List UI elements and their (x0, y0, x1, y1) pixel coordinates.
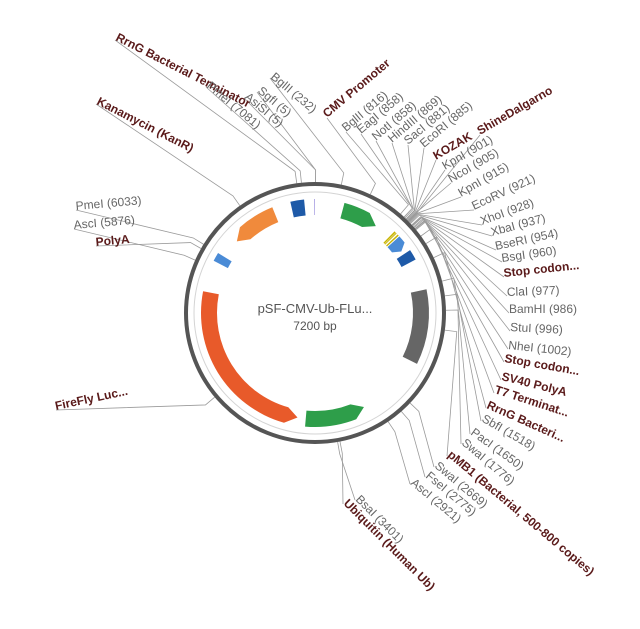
leader-label-kozak (406, 159, 437, 221)
leader-label-nhei (415, 220, 509, 350)
leader-label-saci (405, 144, 415, 220)
leader-label-kanamycin (95, 103, 241, 206)
kanamycin-arc (236, 207, 279, 242)
cmv-promoter-arc (340, 202, 376, 228)
pmb1-arc (402, 289, 429, 364)
leader-label-bsgi (412, 216, 503, 263)
leader-lines (55, 39, 511, 505)
leader-label-sv40-polya (420, 228, 502, 381)
leader-label-noti (375, 140, 413, 218)
stop-codon-arc-1 (386, 234, 399, 247)
label-ubiquitin: Ubiquitin (Human Ub) (341, 496, 438, 593)
leader-label-rrng-bacteri (433, 252, 487, 409)
leader-label-stui (414, 220, 511, 332)
plasmid-name: pSF-CMV-Ub-FLu... (258, 301, 373, 316)
label-nhei: NheI (1002) (508, 338, 572, 359)
leader-label-cmv-promoter (326, 117, 376, 195)
label-clai: ClaI (977) (507, 283, 560, 299)
leader-label-kpni-901 (407, 169, 446, 221)
label-asci-5876: AscI (5876) (73, 213, 135, 232)
leader-label-swai-2669 (409, 402, 435, 468)
rrng-terminator-arc (290, 199, 306, 218)
leader-label-bamhi (414, 219, 510, 314)
backbone-inner-ring (193, 191, 437, 435)
leader-label-fsei (401, 411, 426, 478)
leader-label-asisi (243, 97, 317, 183)
label-shinedalgarno: ShineDalgarno (475, 83, 555, 137)
label-kanamycin: Kanamycin (KanR) (95, 94, 196, 155)
label-pmei-6033: PmeI (6033) (75, 193, 142, 213)
leader-label-shinedalgarno (408, 134, 481, 222)
leader-label-bsai (337, 441, 356, 501)
srf-feature-arc (396, 250, 416, 267)
leader-label-firefly-luc (55, 396, 215, 411)
leader-label-stop-codon-1 (412, 217, 505, 278)
label-bamhi: BamHI (986) (509, 302, 577, 316)
leader-label-polya (95, 242, 202, 249)
leader-label-swai-1776 (445, 309, 462, 445)
leader-label-kpni-915 (408, 196, 462, 222)
leader-label-bseri (411, 216, 497, 251)
blue-feature-arc-1 (387, 236, 405, 253)
ubiquitin-arc (305, 404, 364, 427)
leader-label-pmei-7081 (205, 86, 302, 183)
leader-label-asci-2921 (387, 421, 411, 485)
label-polya: PolyA (95, 232, 130, 249)
firefly-luc-arc (201, 291, 298, 423)
leader-label-sbfi (441, 277, 482, 422)
label-stui: StuI (996) (510, 320, 563, 337)
leader-label-paci (444, 293, 471, 435)
leader-label-ubiquitin (339, 441, 344, 505)
leader-label-bglii-232 (269, 77, 345, 185)
leader-label-asci-5876 (73, 228, 196, 261)
leader-label-bglii-816 (345, 131, 409, 215)
leader-label-ncoi (407, 182, 452, 222)
leader-label-stop-codon-2 (415, 221, 505, 363)
leader-label-xbai (410, 214, 493, 237)
kozak-arc (383, 231, 396, 244)
leader-label-pmb1 (444, 329, 458, 457)
leader-label-xhoi (409, 213, 483, 226)
leader-label-pmei-6033 (75, 209, 204, 245)
leader-label-rrng-bacterial-terminator (114, 39, 298, 184)
leader-label-ecorv (409, 209, 475, 223)
leader-label-clai (413, 218, 508, 297)
leader-label-hindiii (391, 142, 414, 219)
feature-arcs (201, 199, 429, 427)
polya-arc (213, 253, 232, 269)
leader-label-t7-terminator (425, 236, 495, 394)
leader-label-ecori (406, 147, 425, 220)
backbone-outer-ring (184, 182, 446, 444)
shine-dalgarno-arc (384, 232, 397, 245)
plasmid-size: 7200 bp (293, 319, 337, 333)
